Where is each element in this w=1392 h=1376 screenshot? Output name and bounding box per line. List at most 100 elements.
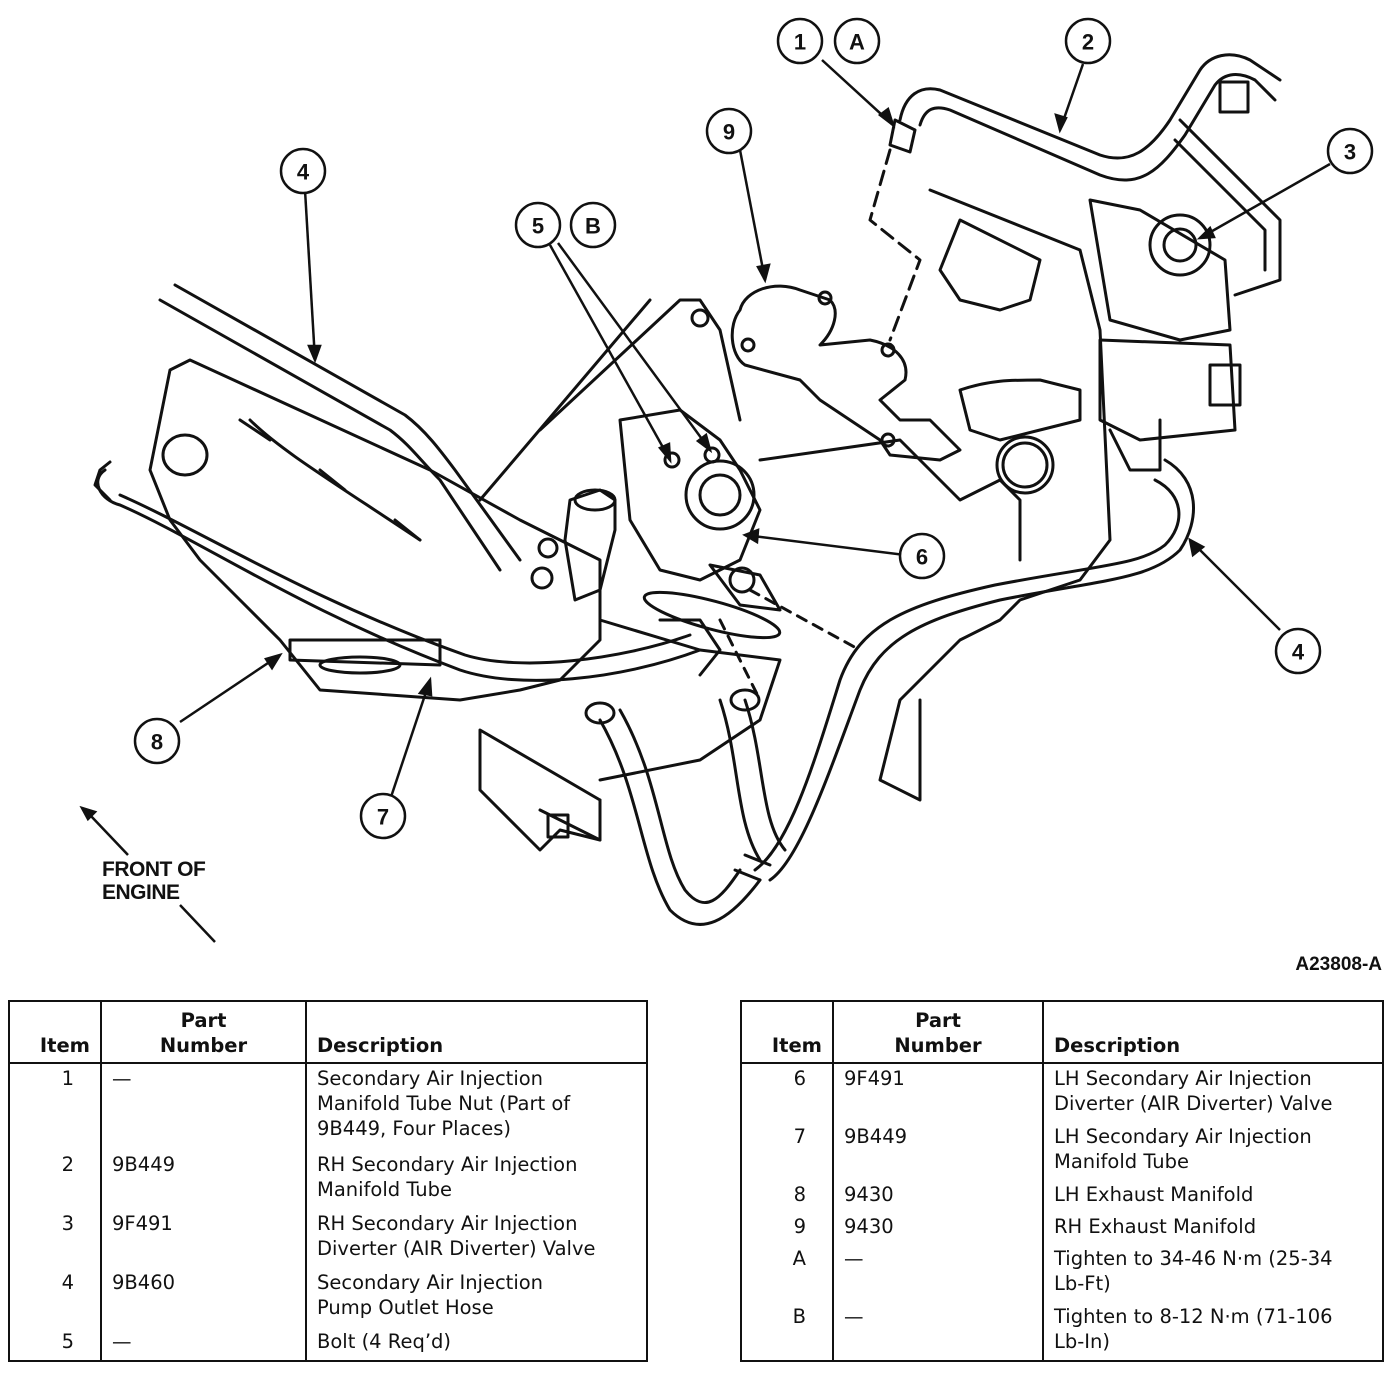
lh-manifold-tube [93, 460, 722, 682]
legend-description-line: Secondary Air Injection [317, 1270, 544, 1294]
legend-part-number: 9F491 [100, 1208, 307, 1268]
legend-part-number: 9B449 [100, 1149, 307, 1209]
rh-cylinder-head [878, 188, 1112, 802]
legend-description-line: Diverter (AIR Diverter) Valve [1054, 1092, 1333, 1115]
callout-B-label: B [585, 214, 601, 239]
legend-description-line: Secondary Air Injection [317, 1067, 544, 1090]
header-item: Item [8, 1001, 102, 1063]
legend-description: Bolt (4 Req’d) [305, 1327, 648, 1361]
callout-4-lower-label: 4 [1292, 640, 1305, 665]
legend-description-line: LH Secondary Air Injection [1054, 1124, 1312, 1148]
callout-6 [898, 532, 946, 580]
legend-item: 9 [740, 1211, 834, 1245]
legend-description-line: Manifold Tube Nut (Part of [317, 1092, 571, 1115]
callout-7 [359, 792, 407, 840]
callout-1 [776, 17, 824, 65]
callout-4-lower [1274, 627, 1322, 675]
legend-row: 5— Bolt (4 Req’d) [8, 1327, 648, 1361]
legend-item: 3 [8, 1208, 102, 1268]
legend-part-number: 9430 [832, 1179, 1044, 1212]
rh-pump-outlet-hose [584, 458, 1195, 926]
legend-description-line: Lb-In) [1054, 1329, 1110, 1353]
legend-part-number: — [832, 1244, 1044, 1302]
callout-5-label: 5 [532, 214, 544, 239]
legend-item: 6 [740, 1063, 834, 1122]
front-of-engine-line1: FRONT OF [102, 858, 206, 881]
rh-exhaust-manifold [730, 284, 1082, 495]
legend-part-number: — [100, 1327, 307, 1361]
legend-description-line: Diverter (AIR Diverter) Valve [317, 1236, 596, 1260]
legend-description-line: Bolt (4 Req’d) [317, 1330, 452, 1354]
legend-description-line: Manifold Tube [317, 1177, 453, 1201]
legend-description-line: RH Secondary Air Injection [317, 1211, 578, 1235]
callout-1-label: 1 [794, 30, 806, 55]
callout-5 [514, 201, 562, 249]
legend-description-line: RH Exhaust Manifold [1054, 1214, 1257, 1238]
lh-pump-outlet-hose [158, 283, 522, 572]
callout-3 [1326, 127, 1374, 175]
callout-8-label: 8 [151, 730, 163, 755]
front-of-engine-line2: ENGINE [102, 881, 180, 904]
legend-item: A [740, 1244, 834, 1302]
callout-9-label: 9 [723, 120, 735, 145]
callout-4-upper-label: 4 [297, 160, 310, 185]
legend-part-number: — [832, 1301, 1044, 1361]
callout-2 [1064, 17, 1112, 65]
legend-description-line: Manifold Tube [1054, 1149, 1190, 1173]
figure-id: A23808-A [1295, 954, 1382, 975]
callout-B [569, 201, 617, 249]
legend-item: 4 [8, 1267, 102, 1328]
legend-item: 2 [8, 1149, 102, 1209]
legend-item: 8 [740, 1179, 834, 1212]
legend-part-number: 9F491 [832, 1063, 1044, 1122]
callout-A-label: A [849, 30, 865, 55]
callout-4-upper [279, 147, 327, 195]
callout-8 [133, 717, 181, 765]
callout-9 [705, 107, 753, 155]
lh-exhaust-manifold [161, 418, 442, 675]
legend-description-line: Pump Outlet Hose [317, 1295, 494, 1319]
legend-part-number: 9B449 [832, 1121, 1044, 1180]
callout-A [833, 17, 881, 65]
legend-description-line: 9B449, Four Places) [317, 1117, 512, 1140]
legend-description-line: RH Secondary Air Injection [317, 1152, 578, 1176]
legend-description-line: Lb-Ft) [1054, 1272, 1111, 1296]
legend-item: 7 [740, 1121, 834, 1180]
header-item: Item [740, 1001, 834, 1063]
header-description: Description [305, 1001, 648, 1063]
engine-diagram: 1 A 2 3 4 5 B 9 6 4 8 7 FRONT OF ENGINE … [79, 17, 1382, 975]
legend-part-number: 9B460 [100, 1267, 307, 1328]
callout-7-label: 7 [377, 805, 389, 830]
legend-part-number: 9430 [832, 1211, 1044, 1245]
legend-part-number: — [100, 1063, 307, 1150]
lh-air-diverter-valve [618, 408, 782, 640]
rh-manifold-tube [868, 53, 1282, 342]
legend-description: RH Exhaust Manifold [1042, 1211, 1384, 1245]
legend-description-line: LH Exhaust Manifold [1054, 1182, 1254, 1206]
legend-item: B [740, 1301, 834, 1361]
legend-item: 5 [8, 1327, 102, 1361]
legend-description-line: LH Secondary Air Injection [1054, 1067, 1312, 1090]
